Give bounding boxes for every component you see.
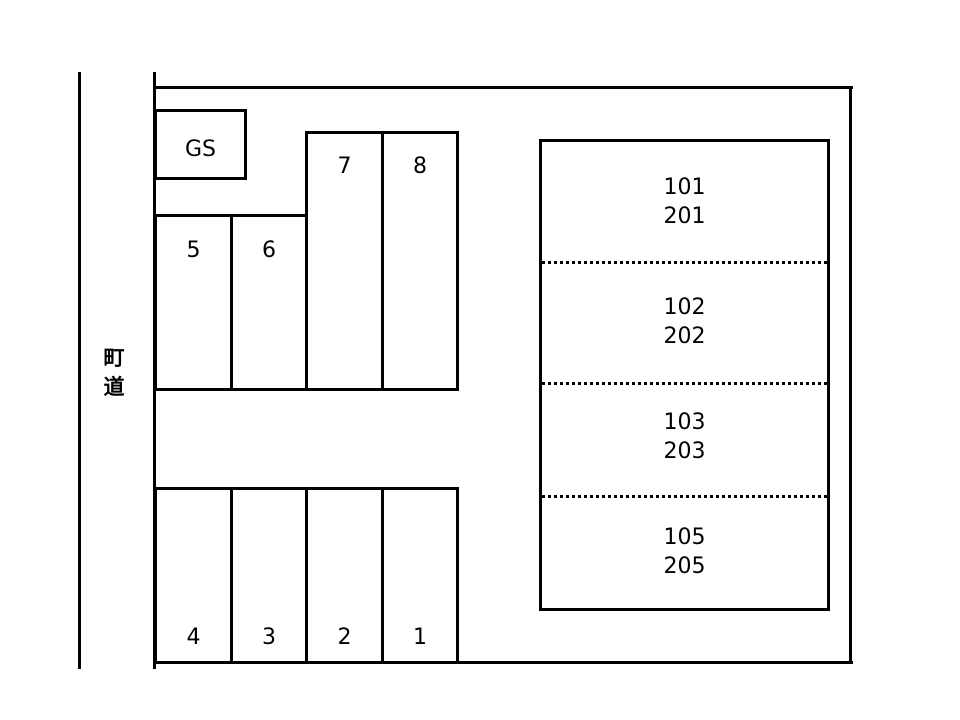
unit-number: 203 <box>663 439 706 464</box>
parking-space-label: 8 <box>413 154 427 179</box>
unit-block-101-201: 101 201 <box>542 173 827 231</box>
unit-block-105-205: 105 205 <box>542 523 827 581</box>
apartment-building: 101 201 102 202 103 203 105 205 <box>539 139 830 611</box>
road-label-char-1: 町 <box>103 346 125 370</box>
unit-divider <box>542 382 827 385</box>
unit-block-102-202: 102 202 <box>542 293 827 351</box>
road-label-char-2: 道 <box>103 375 125 399</box>
parking-space-label: 5 <box>186 238 201 263</box>
parking-space-6: 6 <box>230 214 308 391</box>
parking-space-label: 3 <box>262 625 276 650</box>
parking-space-label: 7 <box>337 154 352 179</box>
road-label: 町 道 <box>100 344 128 402</box>
parking-space-7: 7 <box>305 131 384 391</box>
unit-divider <box>542 261 827 264</box>
parking-space-label: 2 <box>337 625 352 650</box>
parking-space-2: 2 <box>305 487 384 664</box>
unit-number: 103 <box>663 410 706 435</box>
unit-number: 102 <box>663 295 706 320</box>
site-boundary-top <box>153 86 853 89</box>
parking-space-5: 5 <box>154 214 233 391</box>
road-edge-line <box>78 72 81 669</box>
unit-number: 101 <box>663 175 706 200</box>
unit-number: 205 <box>663 554 706 579</box>
parking-space-3: 3 <box>230 487 308 664</box>
garbage-station: GS <box>154 109 247 180</box>
site-boundary-right <box>849 86 852 664</box>
parking-space-8: 8 <box>381 131 459 391</box>
unit-number: 202 <box>663 324 706 349</box>
unit-number: 201 <box>663 204 706 229</box>
unit-block-103-203: 103 203 <box>542 408 827 466</box>
parking-space-label: 1 <box>413 625 427 650</box>
parking-space-1: 1 <box>381 487 459 664</box>
parking-space-4: 4 <box>154 487 233 664</box>
parking-space-label: 6 <box>262 238 276 263</box>
unit-number: 105 <box>663 525 706 550</box>
site-boundary-bottom <box>153 661 853 664</box>
parking-space-label: 4 <box>186 625 201 650</box>
garbage-station-label: GS <box>184 137 216 162</box>
unit-divider <box>542 495 827 498</box>
